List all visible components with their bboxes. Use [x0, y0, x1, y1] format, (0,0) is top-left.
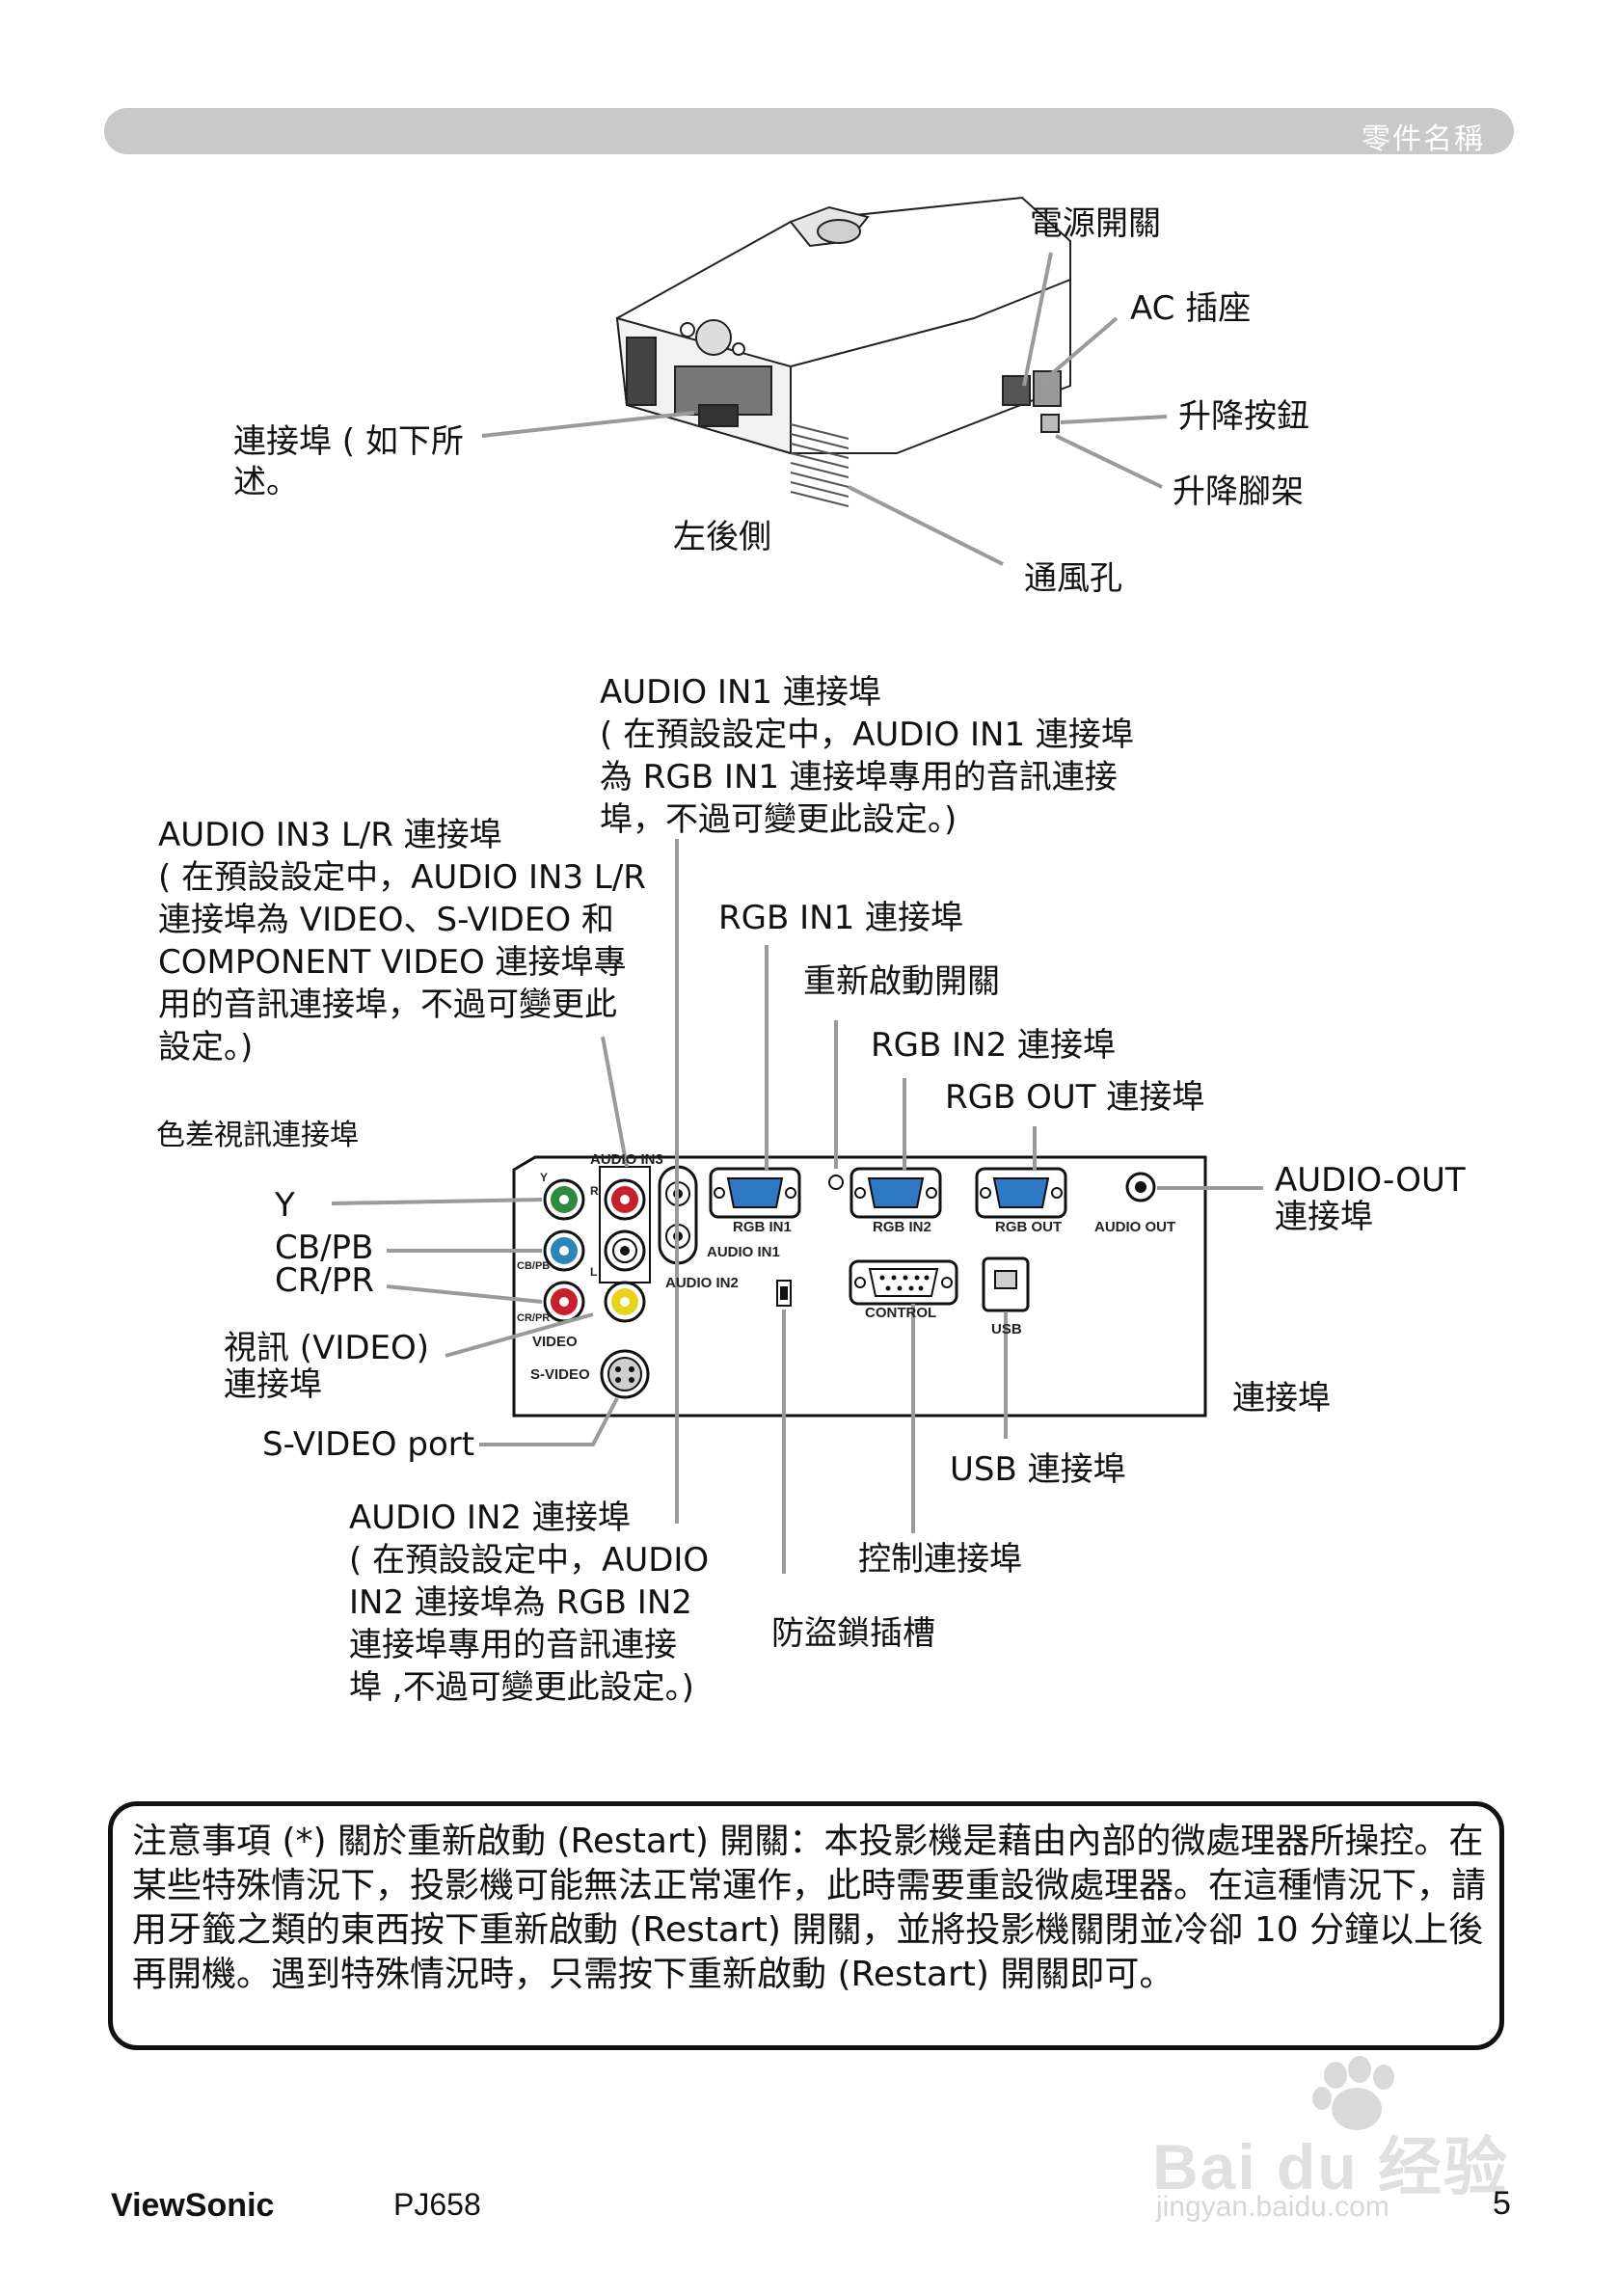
callout-audio-in1-line1: AUDIO IN1 連接埠: [600, 673, 881, 712]
callout-video-line1: 視訊 (VIDEO): [224, 1329, 430, 1367]
callout-audio-in1-line4: 埠，不過可變更此設定。): [600, 800, 957, 839]
panel-label-usb: USB: [991, 1321, 1022, 1337]
callout-rgb-out: RGB OUT 連接埠: [945, 1078, 1205, 1117]
label-ports-line2: 述。: [233, 463, 299, 501]
baidu-paw-icon: [1312, 2056, 1394, 2130]
callout-audio-out-line2: 連接埠: [1275, 1198, 1373, 1236]
callout-audio-in3-line5: 用的音訊連接埠，不過可變更此: [158, 986, 617, 1024]
panel-label-cr: CR/PR: [517, 1312, 551, 1324]
callout-audio-in3-line4: COMPONENT VIDEO 連接埠專: [158, 943, 627, 982]
label-ac-inlet: AC 插座: [1130, 289, 1252, 328]
baidu-watermark: Bai du 经验 jingyan.baidu.com: [1152, 2056, 1538, 2229]
panel-label-y: Y: [540, 1171, 549, 1184]
callout-component-video: 色差視訊連接埠: [156, 1119, 359, 1152]
callout-video-line2: 連接埠: [224, 1365, 322, 1404]
panel-label-l: L: [590, 1265, 598, 1279]
panel-label-r: R: [590, 1184, 599, 1198]
panel-label-audio-in1: AUDIO IN1: [707, 1244, 780, 1260]
callout-rgb-in2: RGB IN2 連接埠: [871, 1026, 1117, 1065]
label-power-switch: 電源開關: [1030, 204, 1161, 243]
label-elevator-foot: 升降腳架: [1173, 473, 1304, 511]
callout-audio-out-line1: AUDIO-OUT: [1275, 1161, 1466, 1200]
callout-cr-pr: CR/PR: [275, 1261, 374, 1300]
callout-cb-pb: CB/PB: [275, 1229, 374, 1267]
section-title: 零件名稱: [1362, 122, 1485, 156]
panel-label-audio-in2: AUDIO IN2: [665, 1275, 739, 1291]
note-box: 注意事項 (*) 關於重新啟動 (Restart) 開關：本投影機是藉由內部的微…: [108, 1801, 1504, 2050]
panel-leader-lines: [331, 839, 1263, 1574]
panel-label-cb: CB/PB: [517, 1260, 551, 1272]
panel-label-rgb-in2: RGB IN2: [873, 1219, 931, 1235]
callout-restart-switch: 重新啟動開關: [803, 962, 1000, 1001]
top-leader-lines: [481, 252, 1168, 566]
callout-audio-in3-line2: ( 在預設設定中，AUDIO IN3 L/R: [158, 858, 646, 897]
label-vent: 通風孔: [1024, 559, 1122, 598]
callout-audio-in2-line1: AUDIO IN2 連接埠: [349, 1499, 631, 1537]
callout-audio-in2-line2: ( 在預設設定中，AUDIO: [349, 1541, 710, 1580]
callout-audio-in3-line3: 連接埠為 VIDEO、S-VIDEO 和: [158, 901, 614, 939]
callout-audio-in2-line3: IN2 連接埠為 RGB IN2: [349, 1583, 692, 1622]
note-text: 注意事項 (*) 關於重新啟動 (Restart) 開關：本投影機是藉由內部的微…: [132, 1822, 1487, 1994]
callout-rgb-in1: RGB IN1 連接埠: [718, 899, 964, 937]
footer-brand: ViewSonic: [111, 2187, 275, 2224]
callout-audio-in1-line3: 為 RGB IN1 連接埠專用的音訊連接: [600, 758, 1118, 797]
panel-label-svideo: S-VIDEO: [530, 1366, 590, 1383]
watermark-logo: Bai du 经验: [1152, 2131, 1510, 2202]
panel-label-audio-in3: AUDIO IN3: [590, 1151, 663, 1168]
callout-svideo: S-VIDEO port: [262, 1425, 475, 1464]
callout-audio-in2-line4: 連接埠專用的音訊連接: [349, 1626, 677, 1664]
callout-security-slot: 防盜鎖插槽: [771, 1614, 935, 1653]
callout-ports: 連接埠: [1232, 1379, 1331, 1418]
connector-panel: [512, 1155, 1207, 1418]
callout-audio-in3-line1: AUDIO IN3 L/R 連接埠: [158, 816, 502, 854]
panel-label-rgb-in1: RGB IN1: [733, 1219, 792, 1235]
watermark-url: jingyan.baidu.com: [1156, 2191, 1389, 2223]
footer-model: PJ658: [393, 2187, 481, 2222]
panel-label-audio-out: AUDIO OUT: [1094, 1219, 1176, 1235]
label-elevator-button: 升降按鈕: [1178, 397, 1309, 436]
callout-audio-in1-line2: ( 在預設設定中，AUDIO IN1 連接埠: [600, 716, 1134, 754]
callout-audio-in3-line6: 設定。): [158, 1028, 254, 1067]
callout-usb: USB 連接埠: [950, 1450, 1126, 1489]
callout-control: 控制連接埠: [858, 1540, 1022, 1579]
page-number: 5: [1493, 2185, 1511, 2222]
callout-y: Y: [275, 1186, 295, 1225]
section-header-bar: 零件名稱: [104, 108, 1514, 156]
label-left-rear: 左後側: [673, 518, 771, 556]
panel-label-control: CONTROL: [865, 1305, 937, 1321]
panel-label-rgb-out: RGB OUT: [995, 1219, 1063, 1235]
projector-illustration: [615, 196, 1071, 507]
label-ports-line1: 連接埠 ( 如下所: [233, 422, 464, 461]
callout-audio-in2-line5: 埠 ,不過可變更此設定。): [349, 1668, 694, 1707]
panel-label-video: VIDEO: [532, 1334, 578, 1350]
